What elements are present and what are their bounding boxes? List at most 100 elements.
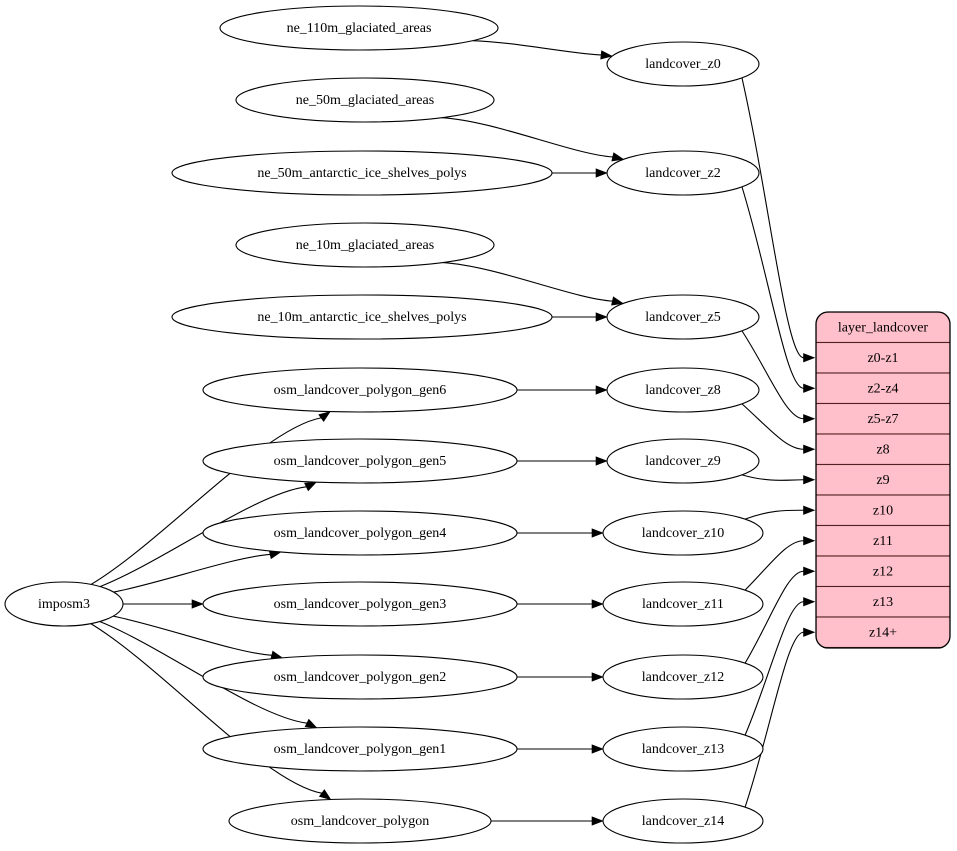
node-shape [171, 294, 553, 340]
node-landcover_z13[interactable]: landcover_z13 [602, 726, 764, 772]
edge-line [441, 117, 614, 158]
table-row-cell[interactable] [816, 616, 950, 648]
node-osm_landcover_polygon_gen6[interactable]: osm_landcover_polygon_gen6 [202, 367, 518, 413]
node-landcover_z0[interactable]: landcover_z0 [606, 41, 760, 87]
node-osm_landcover_polygon[interactable]: osm_landcover_polygon [228, 798, 492, 844]
node-shape [4, 581, 124, 627]
node-shape [228, 798, 492, 844]
table-row-cell[interactable] [816, 585, 950, 618]
node-shape [602, 654, 764, 700]
edge-imposm3-to-osm_landcover_polygon_gen3 [123, 599, 204, 609]
node-imposm3[interactable]: imposm3 [4, 581, 124, 627]
edge-landcover_z9-to-layer_landcover:z9 [741, 474, 816, 485]
edge-arrowhead [803, 353, 816, 363]
table-row-cell[interactable] [816, 402, 950, 435]
edge-osm_landcover_polygon_gen4-to-landcover_z10 [517, 528, 604, 538]
edge-line [744, 601, 804, 736]
node-osm_landcover_polygon_gen5[interactable]: osm_landcover_polygon_gen5 [202, 438, 518, 484]
edge-arrowhead [611, 152, 625, 162]
edge-arrowhead [611, 296, 624, 306]
edge-arrowhead [304, 718, 318, 729]
node-label: osm_landcover_polygon_gen6 [274, 383, 447, 398]
table-row-cell[interactable] [816, 463, 950, 496]
node-ne_10m_glaciated_areas[interactable]: ne_10m_glaciated_areas [235, 222, 495, 268]
node-landcover_z11[interactable]: landcover_z11 [602, 581, 764, 627]
node-shape [606, 438, 760, 484]
node-label: imposm3 [38, 597, 90, 612]
edge-ne_50m_antarctic_ice_shelves_polys-to-landcover_z2 [552, 168, 608, 178]
edge-landcover_z5-to-layer_landcover:z5-z7 [741, 330, 816, 424]
edge-ne_110m_glaciated_areas-to-landcover_z0 [472, 40, 613, 60]
node-ne_110m_glaciated_areas[interactable]: ne_110m_glaciated_areas [219, 5, 499, 51]
edge-osm_landcover_polygon_gen1-to-landcover_z13 [517, 744, 604, 754]
edge-line [90, 623, 323, 794]
node-landcover_z5[interactable]: landcover_z5 [606, 294, 760, 340]
node-label: osm_landcover_polygon [291, 814, 429, 829]
table-row-label: z0-z1 [867, 351, 898, 366]
edge-line [741, 474, 804, 481]
node-landcover_z8[interactable]: landcover_z8 [606, 367, 760, 413]
table-row-label: z5-z7 [867, 412, 898, 427]
node-label: landcover_z0 [645, 57, 720, 72]
node-shape [202, 438, 518, 484]
node-osm_landcover_polygon_gen4[interactable]: osm_landcover_polygon_gen4 [202, 510, 518, 556]
node-shape [202, 510, 518, 556]
node-label: landcover_z5 [645, 310, 720, 325]
edge-arrowhead [318, 789, 332, 801]
edge-line [741, 330, 804, 420]
table-row-cell[interactable] [816, 341, 950, 374]
node-landcover_z12[interactable]: landcover_z12 [602, 654, 764, 700]
edge-imposm3-to-osm_landcover_polygon [90, 623, 332, 801]
node-osm_landcover_polygon_gen3[interactable]: osm_landcover_polygon_gen3 [202, 581, 518, 627]
edge-arrowhead [803, 414, 816, 424]
node-label: osm_landcover_polygon_gen2 [274, 670, 447, 685]
node-ne_50m_glaciated_areas[interactable]: ne_50m_glaciated_areas [235, 77, 495, 123]
edge-arrowhead [591, 744, 604, 754]
edge-arrowhead [803, 597, 816, 607]
node-label: landcover_z8 [645, 383, 720, 398]
node-shape [602, 510, 764, 556]
layer-landcover-table[interactable]: layer_landcoverz0-z1z2-z4z5-z7z8z9z10z11… [815, 311, 951, 649]
edge-landcover_z8-to-layer_landcover:z8 [741, 403, 816, 454]
edge-arrowhead [591, 528, 604, 538]
edge-arrowhead [595, 168, 608, 178]
edge-line [113, 615, 273, 656]
edge-arrowhead [803, 444, 816, 454]
node-landcover_z9[interactable]: landcover_z9 [606, 438, 760, 484]
edge-arrowhead [591, 672, 604, 682]
edge-landcover_z14-to-layer_landcover:z14+ [744, 627, 816, 808]
edge-imposm3-to-osm_landcover_polygon_gen4 [113, 550, 282, 593]
edge-osm_landcover_polygon_gen3-to-landcover_z11 [517, 599, 604, 609]
edge-landcover_z10-to-layer_landcover:z10 [744, 505, 816, 520]
node-label: osm_landcover_polygon_gen1 [274, 742, 447, 757]
table-layer: layer_landcoverz0-z1z2-z4z5-z7z8z9z10z11… [815, 311, 951, 649]
node-label: landcover_z13 [642, 742, 724, 757]
edge-line [442, 262, 613, 302]
edge-landcover_z12-to-layer_landcover:z12 [744, 566, 816, 664]
node-shape [235, 222, 495, 268]
node-landcover_z10[interactable]: landcover_z10 [602, 510, 764, 556]
edge-arrowhead [595, 312, 608, 322]
edge-osm_landcover_polygon_gen2-to-landcover_z12 [517, 672, 604, 682]
edge-arrowhead [803, 536, 816, 546]
node-label: landcover_z11 [642, 597, 724, 612]
edge-line [472, 40, 602, 56]
node-osm_landcover_polygon_gen1[interactable]: osm_landcover_polygon_gen1 [202, 726, 518, 772]
node-ne_10m_antarctic_ice_shelves_polys[interactable]: ne_10m_antarctic_ice_shelves_polys [171, 294, 553, 340]
table-row-label: z2-z4 [867, 381, 898, 396]
edges-layer [90, 40, 816, 826]
node-shape [602, 726, 764, 772]
node-landcover_z14[interactable]: landcover_z14 [602, 798, 764, 844]
table-row-cell[interactable] [816, 433, 950, 466]
edge-arrowhead [304, 481, 318, 492]
edge-imposm3-to-osm_landcover_polygon_gen6 [90, 411, 331, 585]
table-row-cell[interactable] [816, 524, 950, 557]
node-landcover_z2[interactable]: landcover_z2 [606, 150, 760, 196]
node-osm_landcover_polygon_gen2[interactable]: osm_landcover_polygon_gen2 [202, 654, 518, 700]
node-ne_50m_antarctic_ice_shelves_polys[interactable]: ne_50m_antarctic_ice_shelves_polys [171, 150, 553, 196]
edge-ne_10m_antarctic_ice_shelves_polys-to-landcover_z5 [552, 312, 608, 322]
edge-osm_landcover_polygon_gen5-to-landcover_z9 [517, 456, 608, 466]
edge-arrowhead [803, 475, 816, 485]
